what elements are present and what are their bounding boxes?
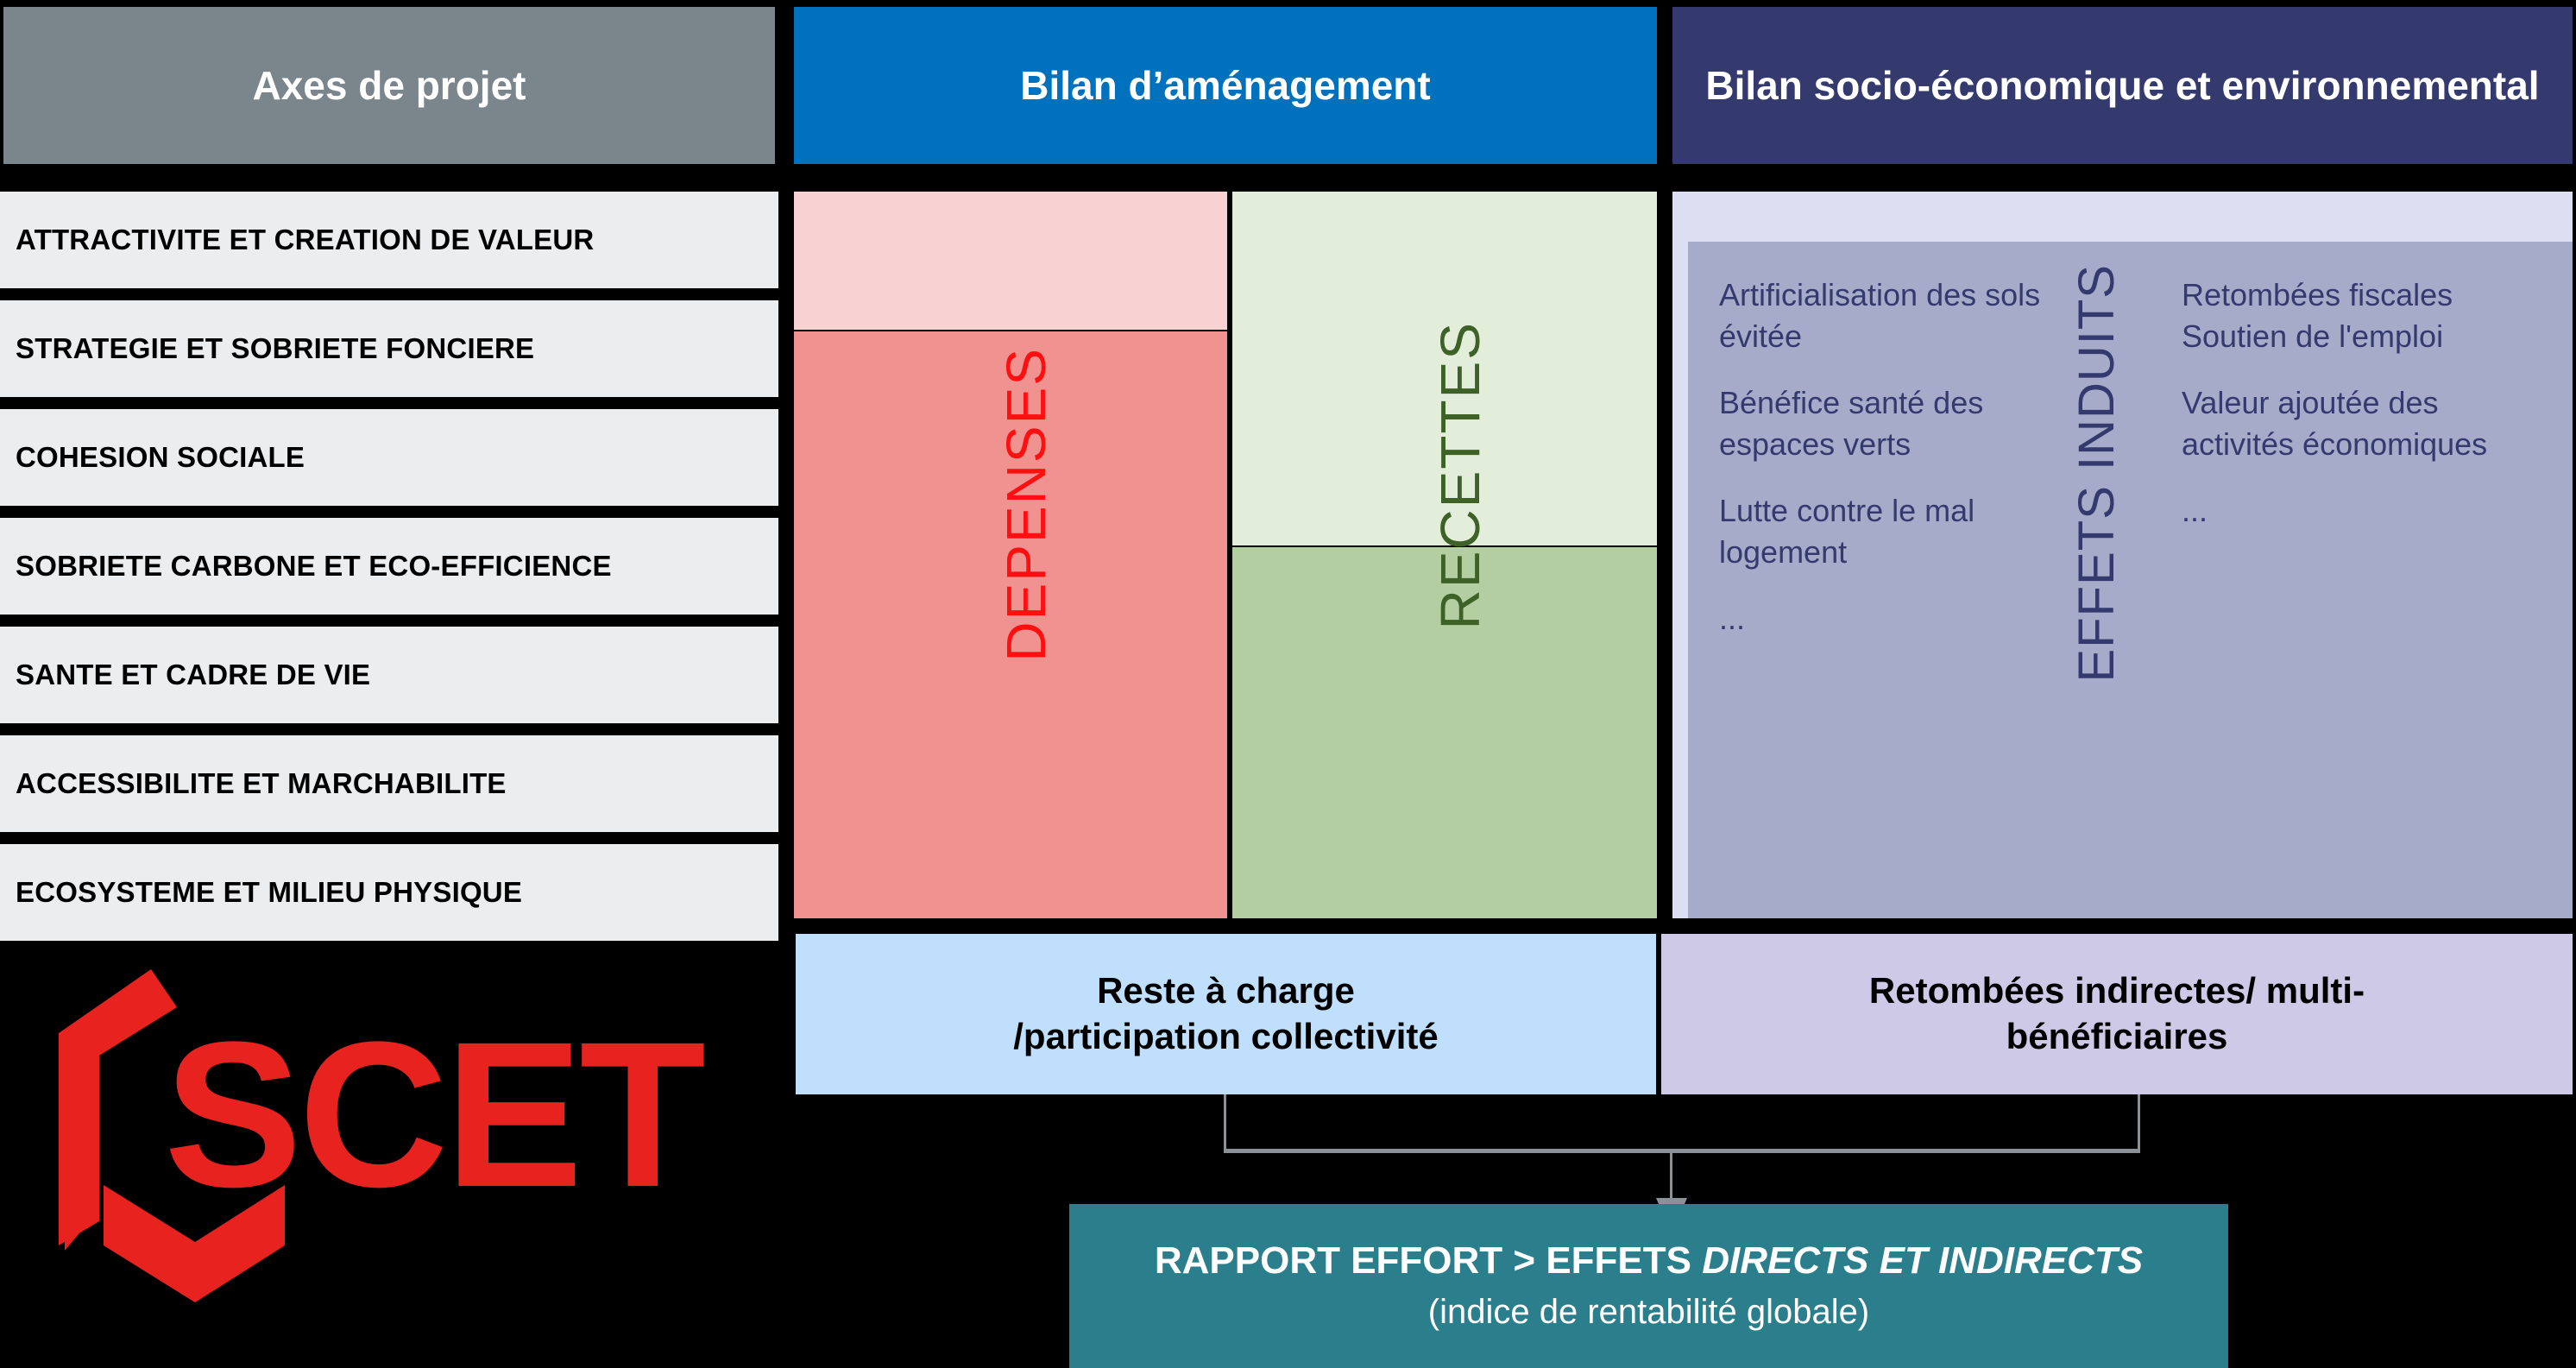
axis-label: SOBRIETE CARBONE ET ECO-EFFICIENCE [16,550,612,582]
effets-item: Artificialisation des sols évitée [1719,277,2041,354]
hexagon-joint-icon [65,1213,88,1251]
depenses-main-block [794,331,1227,918]
depenses-column: DEPENSES [794,192,1227,918]
result-box-rapport-effort-effets: RAPPORT EFFORT > EFFETS DIRECTS ET INDIR… [1069,1204,2228,1368]
scet-logo-mark [59,969,285,1302]
recettes-upper-block [1232,192,1657,545]
box-line-2: /participation collectivité [1013,1016,1439,1056]
chevron-down-icon [104,1185,285,1302]
effets-item: Lutte contre le mal logement [1719,493,1975,570]
bottom-boxes-row: Reste à charge /participation collectivi… [0,934,2576,1094]
axis-label: ATTRACTIVITE ET CREATION DE VALEUR [16,224,595,255]
box-line-1: Reste à charge [1097,970,1355,1012]
effets-item-ellipsis: ... [1719,601,1746,637]
scet-wordmark: SCET [164,999,706,1230]
depenses-label: DEPENSES [995,347,1057,662]
box-line-1: Retombées indirectes/ multi- [1868,970,2365,1012]
axis-label: ECOSYSTEME ET MILIEU PHYSIQUE [16,876,523,908]
hexagon-upper-left-icon [59,969,177,1245]
depenses-upper-block [794,192,1227,330]
recettes-main-block [1232,547,1657,918]
result-title-line: RAPPORT EFFORT > EFFETS DIRECTS ET INDIR… [1155,1238,2143,1284]
recettes-label: RECETTES [1429,321,1491,630]
effets-induits-label: EFFETS INDUITS [2069,264,2125,683]
header-bilan-amenagement: Bilan d’aménagement [794,7,1657,164]
list-item[interactable]: ACCESSIBILITE ET MARCHABILITE [0,735,778,832]
box-reste-a-charge: Reste à charge /participation collectivi… [796,934,1656,1094]
connector-left-leg [1224,1094,1226,1151]
effets-item: Retombées fiscales Soutien de l'emploi [2182,277,2453,354]
header-axes-de-projet: Axes de projet [3,7,775,164]
result-title-bold: RAPPORT EFFORT > EFFETS [1154,1239,1703,1283]
effets-induits-column: Artificialisation des sols évitée Bénéfi… [1672,192,2573,918]
effets-item-ellipsis: ... [2182,493,2208,529]
header-socio-label: Bilan socio-économique et environnementa… [1705,62,2540,108]
scet-logo: SCET [26,954,716,1325]
effets-induits-inner-block: Artificialisation des sols évitée Bénéfi… [1688,242,2573,918]
effets-induits-left-list: Artificialisation des sols évitée Bénéfi… [1719,274,2056,665]
recettes-column: RECETTES [1232,192,1657,918]
header-amenagement-label: Bilan d’aménagement [1020,62,1431,108]
connector-stem [1670,1153,1672,1201]
connector-horizontal-bar [1224,1149,2140,1153]
list-item[interactable]: SANTE ET CADRE DE VIE [0,627,778,723]
list-item[interactable]: ECOSYSTEME ET MILIEU PHYSIQUE [0,844,778,941]
axis-label: STRATEGIE ET SOBRIETE FONCIERE [16,332,535,364]
header-row: Axes de projet Bilan d’aménagement Bilan… [0,0,2576,171]
list-item[interactable]: STRATEGIE ET SOBRIETE FONCIERE [0,300,778,397]
box-line-2: bénéficiaires [2006,1016,2228,1056]
effets-item: Bénéfice santé des espaces verts [1719,385,1984,462]
axis-label: COHESION SOCIALE [16,441,305,473]
result-title-italic: DIRECTS ET INDIRECTS [1702,1239,2144,1283]
body-band: ATTRACTIVITE ET CREATION DE VALEUR STRAT… [0,192,2576,941]
effets-induits-right-list: Retombées fiscales Soutien de l'emploi V… [2182,274,2518,558]
axis-label: ACCESSIBILITE ET MARCHABILITE [16,767,507,799]
list-item[interactable]: ATTRACTIVITE ET CREATION DE VALEUR [0,192,778,288]
list-item[interactable]: COHESION SOCIALE [0,409,778,506]
result-subtitle: (indice de rentabilité globale) [1427,1292,1870,1331]
header-axes-label: Axes de projet [252,62,526,108]
box-retombees-indirectes: Retombées indirectes/ multi- bénéficiair… [1661,934,2573,1094]
list-item[interactable]: SOBRIETE CARBONE ET ECO-EFFICIENCE [0,518,778,615]
axes-list: ATTRACTIVITE ET CREATION DE VALEUR STRAT… [0,192,778,941]
axis-label: SANTE ET CADRE DE VIE [16,659,371,690]
connector-right-leg [2138,1094,2140,1151]
header-bilan-socio-economique: Bilan socio-économique et environnementa… [1672,7,2573,164]
effets-item: Valeur ajoutée des activités économiques [2182,385,2488,462]
